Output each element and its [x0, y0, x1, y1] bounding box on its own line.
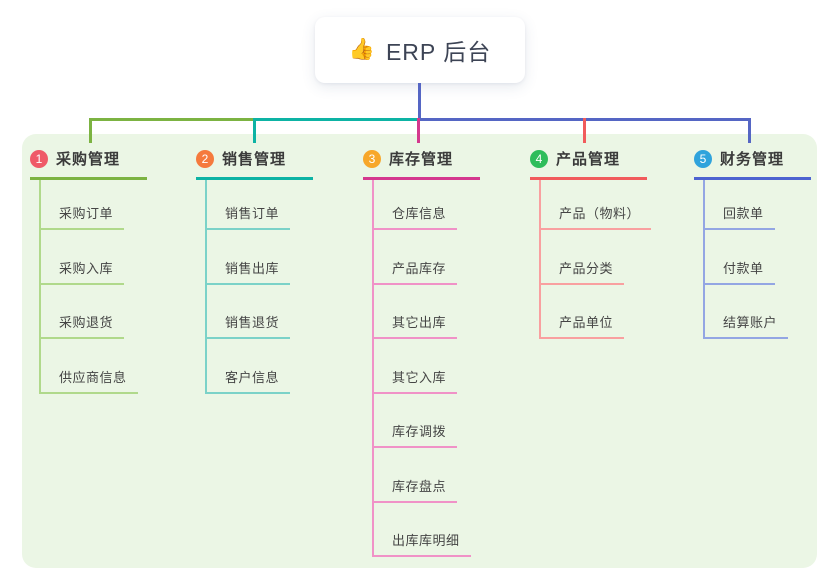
branch-inventory: 3 库存管理 仓库信息 产品库存 其它出库 其它入库 库存调拨 库存盘点 出库库…: [363, 148, 523, 557]
badge-1: 1: [30, 149, 48, 168]
node-label: 其它入库: [374, 367, 458, 394]
branch-inventory-items: 仓库信息 产品库存 其它出库 其它入库 库存调拨 库存盘点 出库库明细: [372, 180, 523, 557]
node-supplier-info[interactable]: 供应商信息: [41, 339, 190, 394]
branch-product-items: 产品（物料） 产品分类 产品单位: [539, 180, 690, 339]
badge-2: 2: [196, 149, 214, 168]
node-sales-outbound[interactable]: 销售出库: [207, 230, 356, 285]
branch-purchase-title: 采购管理: [56, 151, 121, 168]
node-label: 产品库存: [374, 258, 458, 285]
branch-inventory-title: 库存管理: [389, 151, 454, 168]
root-node-label: ERP 后台: [385, 39, 492, 65]
branch-product-title: 产品管理: [556, 151, 621, 168]
node-customer-info[interactable]: 客户信息: [207, 339, 356, 394]
node-warehouse-info[interactable]: 仓库信息: [374, 180, 523, 230]
node-label: 销售出库: [207, 258, 291, 285]
node-label: 出库库明细: [374, 530, 471, 557]
node-purchase-order[interactable]: 采购订单: [41, 180, 190, 230]
connector-drop-finance: [748, 118, 751, 143]
branch-purchase: 1 采购管理 采购订单 采购入库 采购退货 供应商信息: [30, 148, 190, 394]
node-label: 采购退货: [41, 312, 125, 339]
connector-drop-product: [583, 118, 586, 143]
node-label: 仓库信息: [374, 203, 458, 230]
node-label: 供应商信息: [41, 367, 138, 394]
branch-sales: 2 销售管理 销售订单 销售出库 销售退货 客户信息: [196, 148, 356, 394]
node-product-unit[interactable]: 产品单位: [541, 285, 690, 339]
node-label: 付款单: [705, 258, 775, 285]
connector-drop-purchase: [89, 118, 92, 143]
branch-finance-items: 回款单 付款单 结算账户: [703, 180, 839, 339]
node-other-outbound[interactable]: 其它出库: [374, 285, 523, 339]
node-label: 库存盘点: [374, 476, 458, 503]
branch-finance: 5 财务管理 回款单 付款单 结算账户: [694, 148, 839, 339]
node-sales-return[interactable]: 销售退货: [207, 285, 356, 339]
node-sales-order[interactable]: 销售订单: [207, 180, 356, 230]
node-label: 采购订单: [41, 203, 125, 230]
branch-product-header[interactable]: 4 产品管理: [530, 148, 647, 180]
branch-sales-items: 销售订单 销售出库 销售退货 客户信息: [205, 180, 356, 394]
badge-5: 5: [694, 149, 712, 168]
connector-drop-inventory: [417, 118, 420, 143]
node-label: 客户信息: [207, 367, 291, 394]
branch-purchase-header[interactable]: 1 采购管理: [30, 148, 147, 180]
branch-purchase-items: 采购订单 采购入库 采购退货 供应商信息: [39, 180, 190, 394]
thumbs-up-icon: 👍: [348, 38, 376, 61]
branch-sales-title: 销售管理: [222, 151, 287, 168]
node-label: 销售订单: [207, 203, 291, 230]
node-purchase-inbound[interactable]: 采购入库: [41, 230, 190, 285]
badge-3: 3: [363, 149, 381, 168]
node-settlement-account[interactable]: 结算账户: [705, 285, 839, 339]
mindmap-panel: [22, 134, 817, 568]
branch-product: 4 产品管理 产品（物料） 产品分类 产品单位: [530, 148, 690, 339]
root-node[interactable]: 👍 ERP 后台: [315, 17, 525, 83]
branch-sales-header[interactable]: 2 销售管理: [196, 148, 313, 180]
connector-root-drop: [418, 83, 421, 121]
node-purchase-return[interactable]: 采购退货: [41, 285, 190, 339]
node-product-stock[interactable]: 产品库存: [374, 230, 523, 285]
node-label: 产品单位: [541, 312, 625, 339]
node-label: 其它出库: [374, 312, 458, 339]
node-stock-transfer[interactable]: 库存调拨: [374, 394, 523, 448]
node-stock-taking[interactable]: 库存盘点: [374, 448, 523, 503]
node-label: 库存调拨: [374, 421, 458, 448]
badge-4: 4: [530, 149, 548, 168]
node-label: 回款单: [705, 203, 775, 230]
node-label: 结算账户: [705, 312, 789, 339]
node-label: 产品分类: [541, 258, 625, 285]
node-other-inbound[interactable]: 其它入库: [374, 339, 523, 394]
node-label: 采购入库: [41, 258, 125, 285]
connector-bus-segment-sales: [253, 118, 420, 121]
node-product-category[interactable]: 产品分类: [541, 230, 690, 285]
node-payment-order[interactable]: 付款单: [705, 230, 839, 285]
connector-bus-segment-purchase: [89, 118, 254, 121]
node-label: 销售退货: [207, 312, 291, 339]
node-label: 产品（物料）: [541, 203, 652, 230]
branch-inventory-header[interactable]: 3 库存管理: [363, 148, 480, 180]
branch-finance-title: 财务管理: [720, 151, 785, 168]
node-product-material[interactable]: 产品（物料）: [541, 180, 690, 230]
branch-finance-header[interactable]: 5 财务管理: [694, 148, 811, 180]
node-receipt-order[interactable]: 回款单: [705, 180, 839, 230]
node-outbound-detail[interactable]: 出库库明细: [374, 503, 523, 557]
connector-drop-sales: [253, 118, 256, 143]
